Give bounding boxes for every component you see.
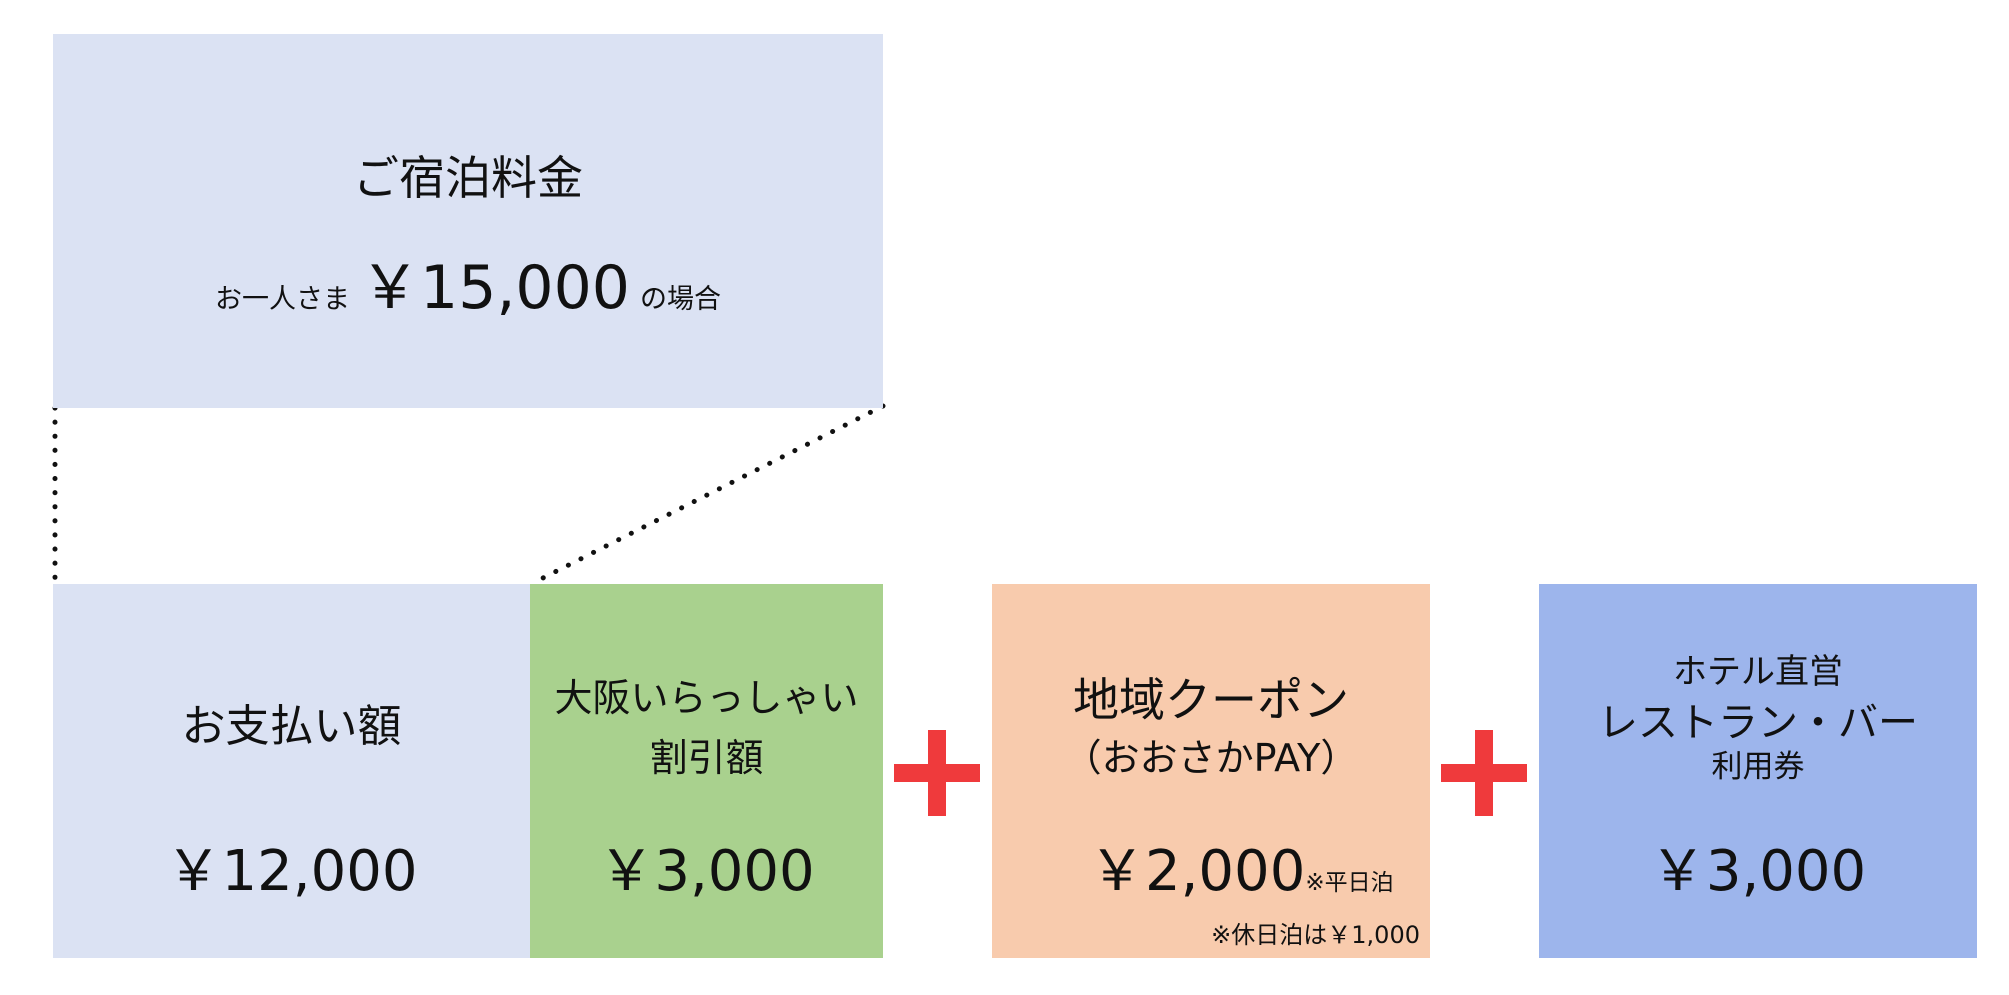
coupon-title: 地域クーポン [1073,673,1349,727]
coupon-subtitle: （おおさかPAY） [1063,736,1359,780]
restaurant-label-line2: レストラン・バー [1598,700,1918,746]
discount-box: 大阪いらっしゃい 割引額 ￥3,000 [530,584,883,958]
coupon-box: 地域クーポン （おおさかPAY） ￥2,000※平日泊 ※休日泊は￥1,000 [992,584,1430,958]
per-person-label: お一人さま [215,284,351,315]
plus-icon [894,730,980,816]
payment-box: お支払い額 ￥12,000 [53,584,530,958]
room-rate-example: お一人さま ￥15,000 の場合 [53,239,883,326]
holiday-note: ※休日泊は￥1,000 [1211,921,1420,949]
room-rate-box: ご宿泊料金 お一人さま ￥15,000 の場合 [53,34,883,408]
payment-label: お支払い額 [181,701,402,752]
room-rate-title: ご宿泊料金 [353,151,583,205]
coupon-amount: ￥2,000 [1089,839,1306,904]
weekday-note: ※平日泊 [1305,870,1394,896]
case-label: の場合 [639,284,721,315]
restaurant-voucher-box: ホテル直営 レストラン・バー 利用券 ￥3,000 [1539,584,1977,958]
restaurant-label-line3: 利用券 [1711,749,1805,785]
discount-label-line1: 大阪いらっしゃい [554,676,859,720]
room-rate-amount: ￥15,000 [360,253,630,323]
payment-amount: ￥12,000 [165,839,418,904]
restaurant-amount: ￥3,000 [1649,839,1867,904]
plus-icon [1441,730,1527,816]
discount-label-line2: 割引額 [649,736,764,780]
discount-amount: ￥3,000 [598,839,815,904]
restaurant-label-line1: ホテル直営 [1673,652,1843,692]
coupon-amount-line: ￥2,000※平日泊 [1089,826,1394,907]
